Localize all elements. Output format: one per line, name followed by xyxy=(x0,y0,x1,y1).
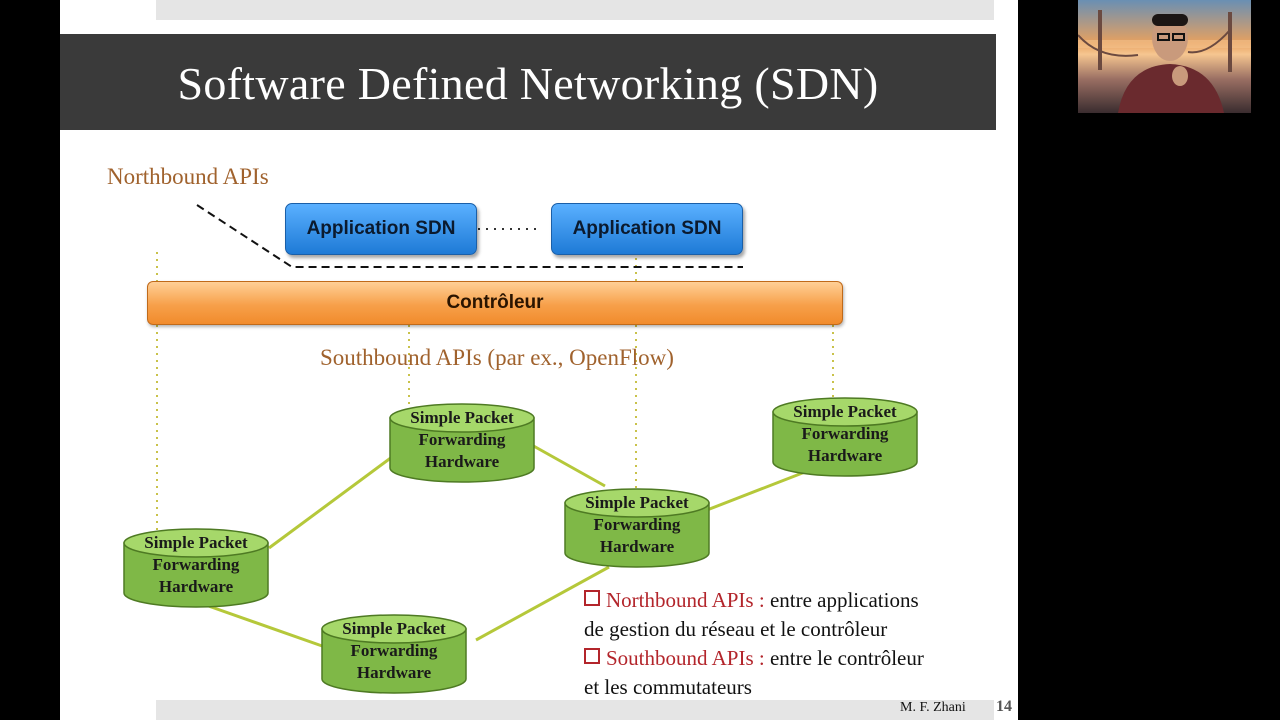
webcam-scene xyxy=(1078,10,1251,113)
network-link xyxy=(529,442,606,488)
presenter-video-feed-icon xyxy=(1078,0,1251,113)
node-line: Forwarding xyxy=(801,424,889,443)
node-line: Hardware xyxy=(807,446,883,465)
legend-term: Northbound APIs : xyxy=(606,588,765,612)
checkbox-square-icon xyxy=(584,590,600,606)
node-line: Forwarding xyxy=(350,641,438,660)
legend: Northbound APIs : entre applications de … xyxy=(584,586,1014,702)
node-line: Simple Packet xyxy=(342,619,446,638)
southbound-label: Southbound APIs (par ex., OpenFlow) xyxy=(320,345,674,370)
network-link xyxy=(706,470,806,512)
checkbox-square-icon xyxy=(584,648,600,664)
page-number: 14 xyxy=(996,698,1012,715)
node-line: Hardware xyxy=(424,452,500,471)
node-line: Forwarding xyxy=(152,555,240,574)
node-cylinder-1 xyxy=(389,403,535,483)
node-cylinders xyxy=(123,397,918,694)
node-cylinder-5 xyxy=(321,614,467,694)
app-sdn-box-2: Application SDN xyxy=(551,203,743,255)
legend-text: entre le contrôleur xyxy=(764,646,924,670)
network-link xyxy=(268,455,393,550)
node-cylinder-2 xyxy=(772,397,918,477)
legend-text: de gestion du réseau et le contrôleur xyxy=(584,617,888,641)
sdn-diagram xyxy=(123,204,918,694)
legend-item-southbound: Southbound APIs : entre le contrôleur et… xyxy=(584,644,1014,702)
node-cylinder-4 xyxy=(123,528,269,608)
node-line: Simple Packet xyxy=(144,533,248,552)
app-sdn-box-1: Application SDN xyxy=(285,203,477,255)
controller-bar: Contrôleur xyxy=(147,281,843,325)
node-label-5: Simple Packet Forwarding Hardware xyxy=(319,618,469,684)
northbound-label: Northbound APIs xyxy=(107,164,269,189)
node-line: Forwarding xyxy=(418,430,506,449)
node-cylinder-3 xyxy=(564,488,710,568)
node-line: Simple Packet xyxy=(793,402,897,421)
legend-term: Southbound APIs : xyxy=(606,646,765,670)
node-label-2: Simple Packet Forwarding Hardware xyxy=(770,401,920,467)
southbound-connectors xyxy=(156,252,834,530)
node-label-4: Simple Packet Forwarding Hardware xyxy=(121,532,271,598)
node-line: Forwarding xyxy=(593,515,681,534)
legend-item-northbound: Northbound APIs : entre applications de … xyxy=(584,586,1014,644)
author-footer: M. F. Zhani xyxy=(900,700,966,715)
node-line: Simple Packet xyxy=(410,408,514,427)
slide-top-bar xyxy=(156,0,994,20)
slide: Software Defined Networking (SDN) xyxy=(60,0,1018,720)
network-links xyxy=(199,442,806,649)
slide-title: Software Defined Networking (SDN) xyxy=(177,58,879,109)
node-line: Simple Packet xyxy=(585,493,689,512)
legend-text: entre applications xyxy=(764,588,919,612)
slide-bottom-bar xyxy=(156,700,994,720)
network-link xyxy=(199,601,326,649)
node-line: Hardware xyxy=(158,577,234,596)
node-line: Hardware xyxy=(599,537,675,556)
node-label-1: Simple Packet Forwarding Hardware xyxy=(387,407,537,473)
legend-text: et les commutateurs xyxy=(584,675,752,699)
node-line: Hardware xyxy=(356,663,432,682)
title-bar: Software Defined Networking (SDN) xyxy=(60,34,996,130)
network-link xyxy=(475,565,610,642)
node-label-3: Simple Packet Forwarding Hardware xyxy=(562,492,712,558)
